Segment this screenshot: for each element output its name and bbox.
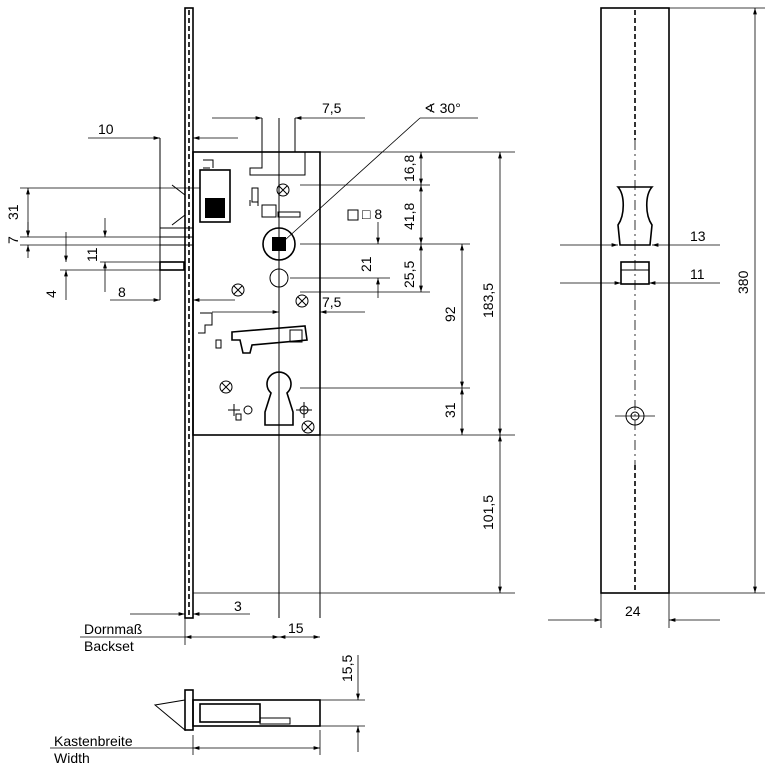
bottom-view: 15,5 Kastenbreite Width [50, 655, 365, 766]
dim-11-left: 11 [84, 247, 100, 262]
label-backset: Backset [84, 638, 134, 654]
dim-4: 4 [43, 290, 59, 298]
dimensions-front: 7,5 ∢ 30° 10 31 7 11 4 8 [5, 100, 515, 654]
dim-31-left: 31 [5, 204, 21, 220]
dim-13: 13 [690, 228, 706, 244]
lock-case [192, 151, 321, 436]
dim-16-8: 16,8 [401, 155, 417, 182]
dim-21: 21 [358, 256, 374, 272]
dim-31-right: 31 [442, 402, 458, 418]
dim-15-5: 15,5 [339, 655, 355, 682]
dim-25-5: 25,5 [401, 261, 417, 288]
cylinder-cutout [264, 371, 294, 426]
label-width: Width [54, 750, 90, 766]
dim-101-5: 101,5 [480, 495, 496, 530]
dim-7: 7 [5, 236, 21, 244]
bolt-cutout [620, 261, 650, 285]
dim-92: 92 [442, 306, 458, 322]
side-faceplate [600, 7, 670, 594]
dim-10: 10 [98, 121, 114, 137]
label-dornmass: Dornmaß [84, 621, 142, 637]
dim-square-8: □ 8 [362, 206, 382, 222]
dim-8-left: 8 [118, 284, 126, 300]
square-8-symbol [347, 209, 359, 221]
dim-7-5-mid: 7,5 [322, 294, 342, 310]
screw-3 [295, 294, 309, 308]
side-view: 13 11 380 24 [548, 7, 765, 628]
screw-1 [276, 183, 290, 197]
dim-15: 15 [288, 620, 304, 636]
dim-11-right: 11 [690, 266, 705, 282]
screw-5 [301, 420, 315, 434]
screw-4 [219, 380, 233, 394]
dim-24: 24 [625, 603, 641, 619]
screw-2 [231, 283, 245, 297]
dim-3: 3 [234, 598, 242, 614]
dim-angle-30: ∢ 30° [424, 100, 461, 116]
dim-41-8: 41,8 [401, 203, 417, 230]
dim-183-5: 183,5 [480, 283, 496, 318]
dim-380: 380 [735, 270, 751, 294]
label-kastenbreite: Kastenbreite [54, 733, 133, 749]
dim-7-5-top: 7,5 [322, 100, 342, 116]
latch-cutout [616, 186, 654, 246]
